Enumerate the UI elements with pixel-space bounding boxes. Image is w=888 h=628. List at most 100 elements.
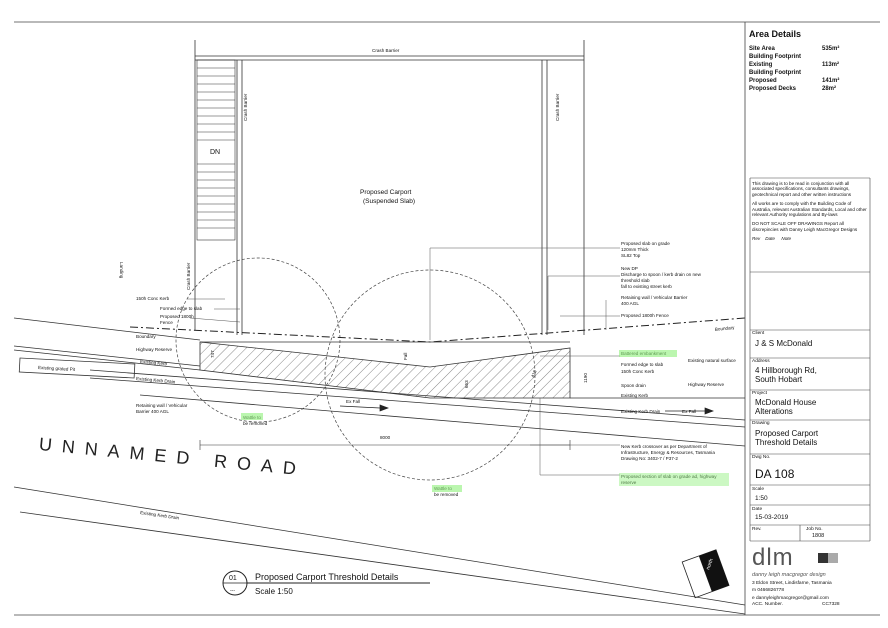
address-line1: 4 Hillborough Rd,	[755, 366, 817, 375]
date-value: 15-03-2019	[755, 514, 789, 521]
job-no-label: Job No.	[806, 527, 823, 532]
road-lines	[13, 317, 746, 615]
client-label: Client	[752, 331, 765, 336]
label-spoon-drain: Spoon drain	[621, 383, 646, 388]
rev-header-rev: Rev	[752, 236, 761, 242]
label-newdp-2: Discharge to spoon / kerb drain on new	[621, 272, 702, 277]
rev-label: Rev.	[752, 527, 762, 532]
area-row-value: 535m²	[822, 46, 840, 52]
drawing-line1: Proposed Carport	[755, 429, 819, 438]
label-carport-line1: Proposed Carport	[360, 189, 411, 196]
label-kerb150: 150h Conc Kerb	[136, 296, 170, 301]
label-newdp-3: threshold slab	[621, 278, 650, 283]
north-arrow	[681, 549, 730, 599]
note-3: DO NOT SCALE OFF DRAWINGS Report all dis…	[752, 221, 858, 232]
scale-value: 1:50	[755, 495, 768, 502]
highlight-battered	[619, 350, 677, 357]
label-newdp-4: fall to existing street kerb	[621, 284, 672, 289]
label-dim-747: 747	[210, 350, 215, 358]
drawing-labels: Crash Barrier Crash Barrier Crash Barrie…	[38, 48, 736, 596]
project-label: Project	[752, 391, 767, 396]
company-acc-label: ACC. Number.	[752, 602, 783, 607]
label-crash-barrier-right: Crash Barrier	[555, 93, 560, 121]
label-fence-l1: Proposed 1800h	[160, 314, 194, 319]
company-tagline: danny leigh macgregor design	[752, 572, 826, 578]
company-logo: dlm	[752, 544, 794, 571]
logo-square-dark	[818, 553, 828, 563]
label-boundary-r: Boundary	[715, 325, 736, 332]
label-landing: Landing	[119, 262, 124, 279]
label-existing-kerb-r: Existing Kerb	[621, 393, 649, 398]
label-fence-r: Proposed 1800h Fence	[621, 313, 669, 318]
label-existing-kerb-drain-r: Existing Kerb Drain	[621, 409, 661, 414]
north-label: north	[705, 558, 715, 571]
label-wattle2-2: be removed	[434, 492, 459, 497]
dwg-no-label: Dwg No.	[752, 455, 771, 460]
label-existing-kerb-drain-l: Existing Kerb Drain	[136, 376, 176, 384]
drawing-title-number: 01	[229, 575, 237, 582]
existing-grated-pit	[18, 357, 136, 379]
label-crossover-1: New Kerb crossover as per Department of	[621, 444, 708, 449]
drawing-title-subnumber: ---	[230, 588, 235, 594]
label-crossover-2: Infrastructure, Energy & Resources, Tasm…	[621, 450, 715, 455]
general-notes: This drawing is to be read in conjunctio…	[752, 181, 870, 246]
label-formed-edge-r: Formed edge to slab	[621, 362, 664, 367]
address-label: Address	[752, 359, 770, 364]
drawing-label: Drawing	[752, 421, 770, 426]
fall-arrows	[339, 404, 714, 415]
company-email: e dannyleighmacgregor@gmail.com	[752, 596, 829, 601]
label-slab-3: SL82 Top	[621, 253, 641, 258]
logo-square-light	[828, 553, 838, 563]
date-label: Date	[752, 507, 763, 512]
label-existing-grated-pit: Existing grated Pit	[38, 365, 76, 372]
revision-headers: Rev Date Note	[752, 236, 870, 241]
label-retwall-l2: Barrier 400 AGL	[136, 409, 169, 414]
project-line1: McDonald House	[755, 398, 817, 407]
note-2: All works are to comply with the Buildin…	[752, 201, 867, 218]
rev-header-date: Date	[765, 236, 775, 242]
title-block-lines	[749, 177, 871, 542]
wattle-tree-1	[175, 257, 341, 423]
project-line2: Alterations	[755, 407, 793, 416]
client-value: J & S McDonald	[755, 339, 813, 348]
label-retwall-r1: Retaining wall / Vehicular Barrier	[621, 295, 688, 300]
proposed-slab	[199, 341, 571, 399]
company-acc-value: CC7328	[822, 602, 840, 607]
label-dim-418: 418	[530, 369, 537, 378]
label-existing-natural: Existing natural surface	[688, 358, 736, 363]
address-line2: South Hobart	[755, 375, 803, 384]
label-newdp-1: New DP	[621, 266, 638, 271]
label-crossover-3: Drawing No: 3402-7 / P37-2	[621, 456, 678, 461]
scale-label: Scale	[752, 487, 764, 492]
job-no-value: 1808	[812, 533, 825, 539]
highlight-proposed-section	[619, 473, 729, 486]
area-row-value: 141m²	[822, 78, 840, 84]
label-retwall-l1: Retaining wall / Vehicular	[136, 403, 188, 408]
drawing-line2: Threshold Details	[755, 438, 818, 447]
area-row-value: 28m²	[822, 86, 837, 92]
label-wattle1-2: be removed	[243, 421, 268, 426]
area-row-label: Proposed Decks	[749, 86, 797, 92]
area-row-label: Existing	[749, 62, 773, 68]
label-formed-edge: Formed edge to slab	[160, 306, 203, 311]
carport-outline	[194, 40, 585, 335]
leader-lines	[187, 247, 620, 476]
rev-header-note: Note	[781, 236, 792, 242]
area-row-label: Building Footprint	[749, 54, 801, 60]
company-address: 3 Eldon Street, Lindisfarne, Tasmania	[752, 581, 832, 586]
drawing-title-scale: Scale 1:50	[255, 587, 293, 596]
label-proposed-section-2: reserve	[621, 480, 637, 485]
label-highway-reserve-l: Highway Reserve	[136, 347, 172, 352]
label-highway-reserve-r: Highway Reserve	[688, 382, 724, 387]
note-1: This drawing is to be read in conjunctio…	[752, 181, 852, 197]
highlight-wattle1	[241, 413, 263, 420]
area-details-title: Area Details	[749, 29, 802, 39]
area-row-label: Building Footprint	[749, 70, 801, 76]
label-slab-1: Proposed slab on grade	[621, 241, 670, 246]
label-retwall-r2: 400 AGL	[621, 301, 639, 306]
label-crash-barrier-lower: Crash Barrier	[186, 262, 191, 290]
highlight-wattle2	[432, 485, 462, 492]
label-existing-kerb-l: Existing Kerb	[140, 359, 168, 366]
